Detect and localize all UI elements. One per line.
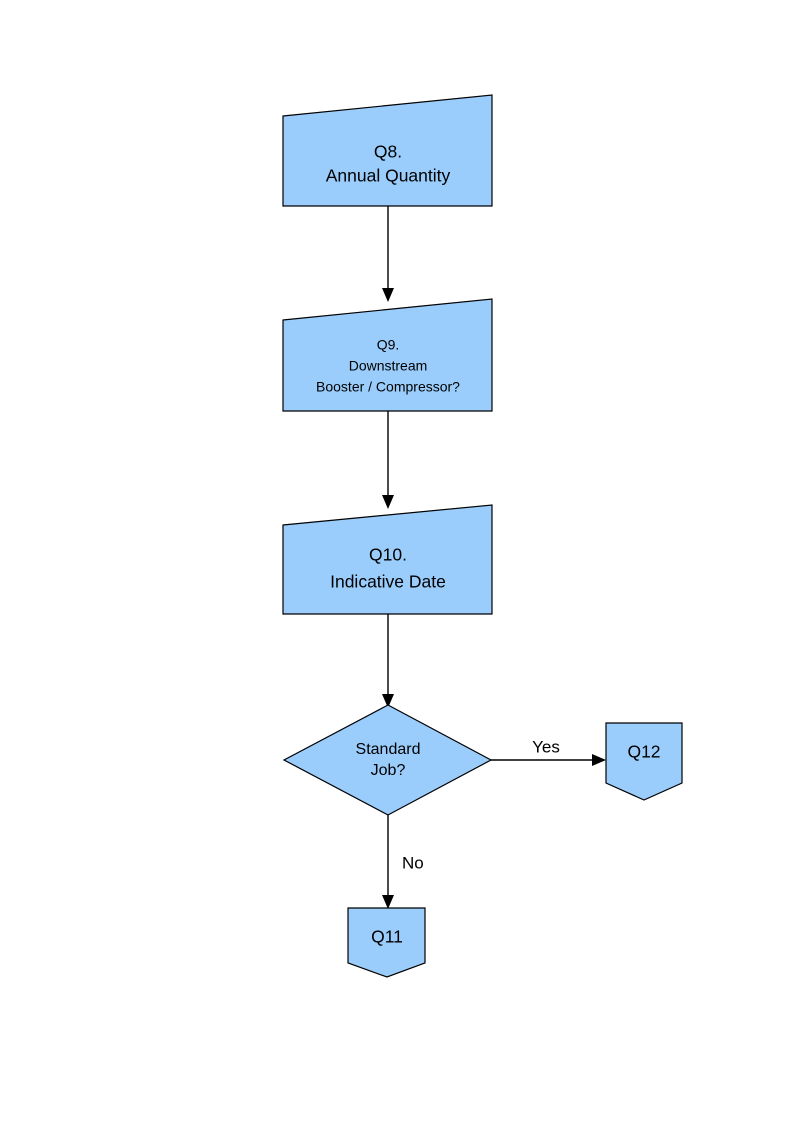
q12-label: Q12 [627,742,660,762]
node-q10[interactable]: Q10. Indicative Date [282,504,493,615]
edge-decision-no-to-q11: No [382,815,424,909]
q10-label-line2: Indicative Date [330,572,446,592]
q8-label-line2: Annual Quantity [326,166,451,186]
decision-label-line1: Standard [356,741,421,758]
q8-label-line1: Q8. [374,142,402,162]
q11-label: Q11 [371,927,403,947]
edge-q9-to-q10 [382,411,394,509]
edge-yes-arrowhead [592,754,606,766]
decision-label-line2: Job? [371,762,406,779]
q8-shape[interactable] [282,94,493,207]
edge-q8-to-q9 [382,206,394,302]
q9-shape[interactable] [282,298,493,412]
node-q8[interactable]: Q8. Annual Quantity [282,94,493,207]
q9-label-line2: Downstream [349,358,428,374]
edge-q10-to-decision [382,614,394,708]
edge-q9-to-q10-arrowhead [382,495,394,509]
edge-no-arrowhead [382,895,394,909]
node-decision-standard-job[interactable]: Standard Job? [282,704,493,816]
edge-q10-to-decision-arrowhead [382,694,394,708]
node-q11[interactable]: Q11 [347,907,426,978]
q10-shape[interactable] [282,504,493,615]
edge-q8-to-q9-arrowhead [382,288,394,302]
q11-shape[interactable] [347,907,426,978]
q12-shape[interactable] [605,722,683,801]
q10-label-line1: Q10. [369,545,407,565]
decision-shape[interactable] [282,704,493,816]
q9-label-line1: Q9. [377,337,400,353]
node-q9[interactable]: Q9. Downstream Booster / Compressor? [282,298,493,412]
edge-yes-label: Yes [532,737,560,756]
q9-label-line3: Booster / Compressor? [316,379,460,395]
node-q12[interactable]: Q12 [605,722,683,801]
edge-no-label: No [402,853,424,872]
edge-decision-yes-to-q12: Yes [491,737,606,766]
